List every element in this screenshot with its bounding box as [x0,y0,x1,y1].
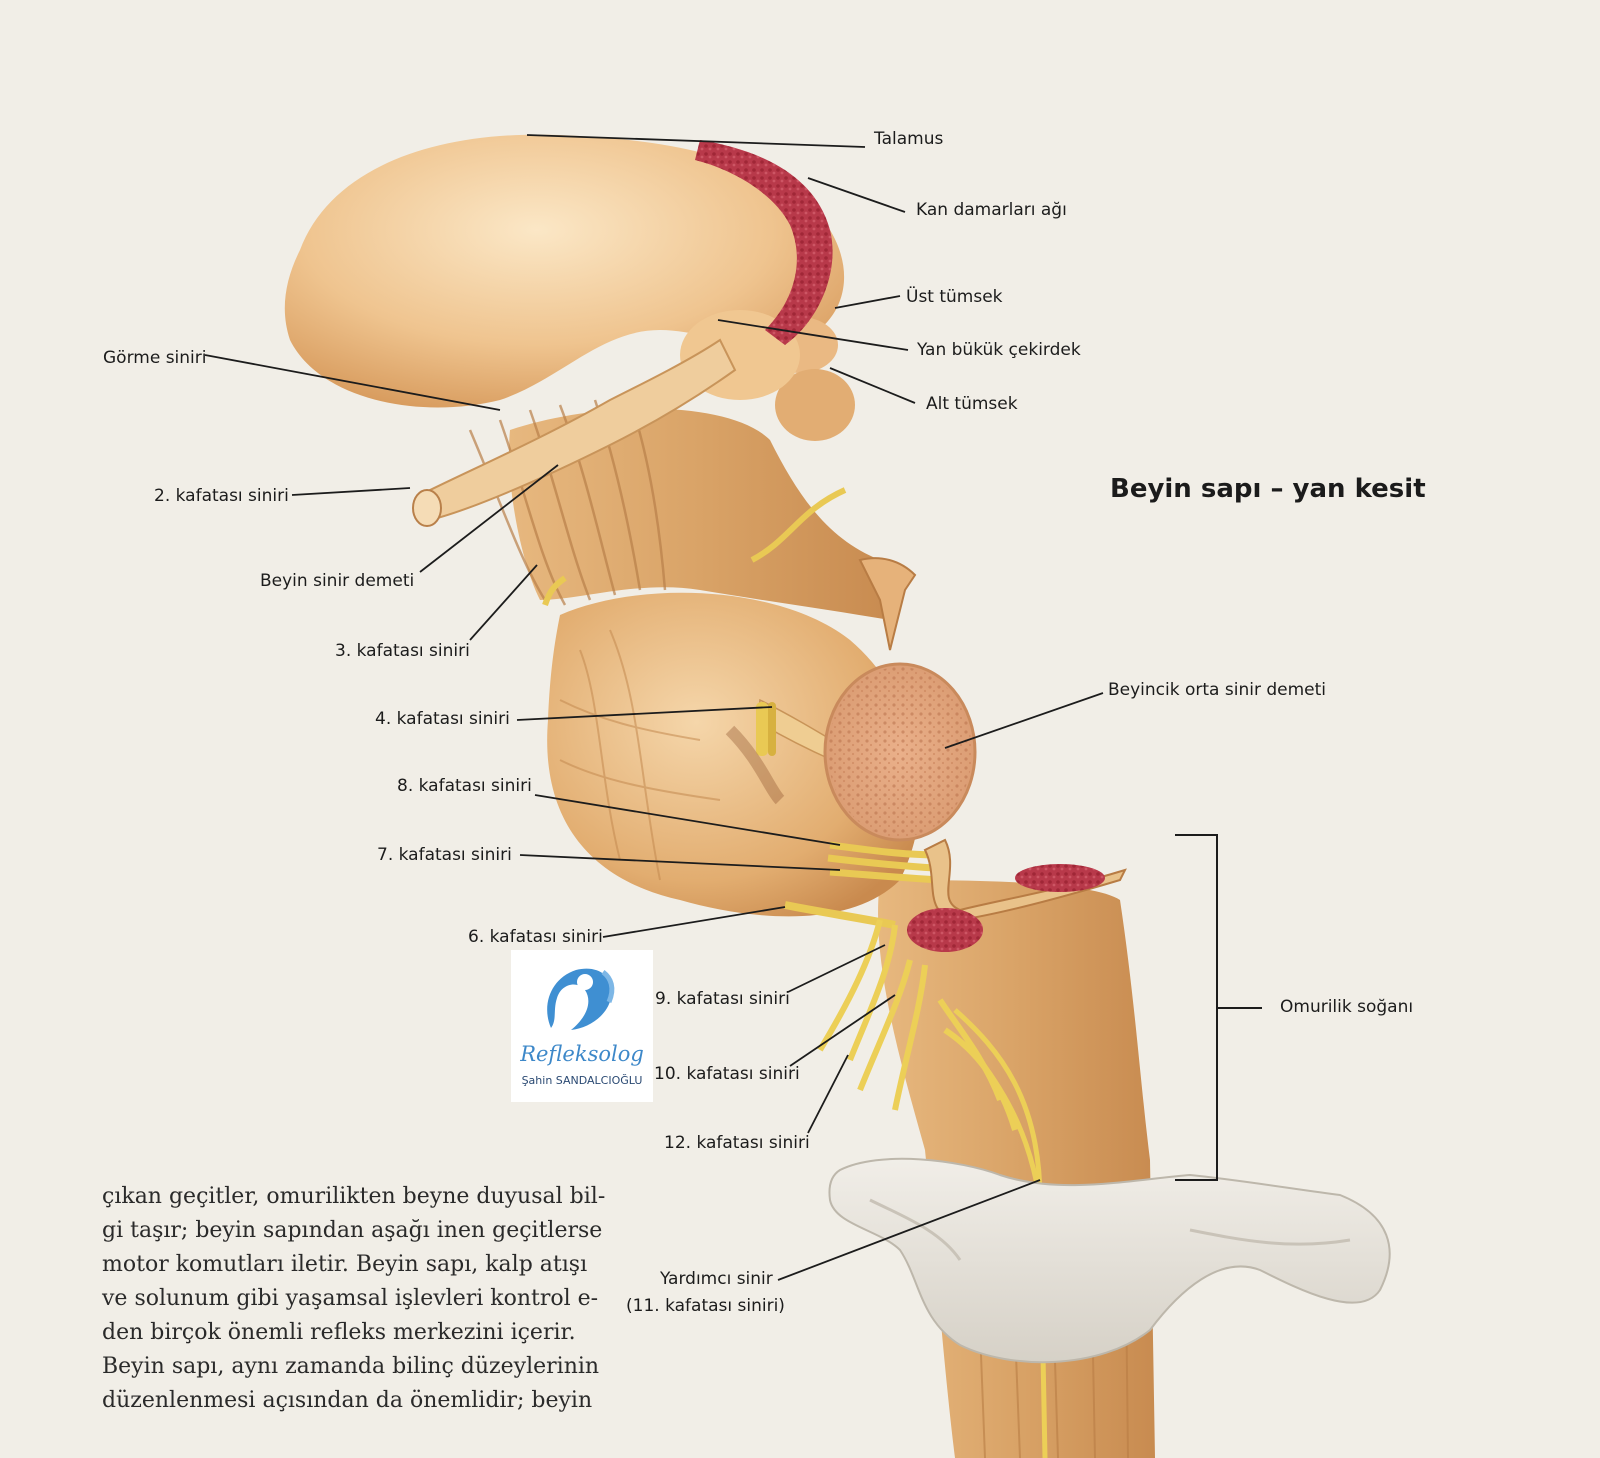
body-line: çıkan geçitler, omurilikten beyne duyusa… [102,1184,606,1209]
vertebra-shape [828,1157,1391,1364]
label-gorme-siniri: Görme siniri [103,348,207,368]
label-kafatasi-2: 2. kafatası siniri [154,486,289,506]
watermark-logo: Refleksolog Şahin SANDALCIOĞLU [511,950,653,1102]
nerve-4-bundle [756,702,776,756]
body-line: Beyin sapı, aynı zamanda bilinç düzeyler… [102,1354,600,1379]
nerve-6-shape [784,901,896,929]
label-yan-bukuk: Yan bükük çekirdek [917,340,1081,360]
nerve-4-upper [750,487,847,563]
body-paragraph: çıkan geçitler, omurilikten beyne duyusa… [102,1180,606,1418]
body-line: den birçok önemli refleks merkezini içer… [102,1320,576,1345]
pons-shape [547,592,921,917]
inferior-colliculus-shape [775,369,855,441]
logo-figure-icon [547,968,615,1030]
label-kafatasi-12: 12. kafatası siniri [664,1133,810,1153]
label-kafatasi-6: 6. kafatası siniri [468,927,603,947]
label-kafatasi-3: 3. kafatası siniri [335,641,470,661]
body-line: motor komutları iletir. Beyin sapı, kalp… [102,1252,588,1277]
label-ust-tumsek: Üst tümsek [906,287,1003,307]
label-alt-tumsek: Alt tümsek [926,394,1018,414]
logo-name: Şahin SANDALCIOĞLU [521,1074,643,1087]
figure-title: Beyin sapı – yan kesit [1110,474,1426,504]
label-omurilik: Omurilik soğanı [1280,997,1414,1017]
nerves-7-8 [827,841,941,884]
label-kan-damarlari: Kan damarları ağı [916,200,1067,220]
label-kafatasi-10: 10. kafatası siniri [654,1064,800,1084]
label-kafatasi-7: 7. kafatası siniri [377,845,512,865]
label-kafatasi-4: 4. kafatası siniri [375,709,510,729]
label-yardimci-sinir-sub: (11. kafatası siniri) [626,1296,785,1316]
label-beyincik: Beyincik orta sinir demeti [1108,680,1327,700]
nerve-3-shape [542,575,567,606]
thalamus-shape [284,134,845,408]
omurilik-bracket [1175,834,1262,1181]
body-line: ve solunum gibi yaşamsal işlevleri kontr… [102,1286,599,1311]
label-talamus: Talamus [874,129,944,149]
label-beyin-sinir-demeti: Beyin sinir demeti [260,571,415,591]
optic-tract-shape [418,338,737,522]
body-line: düzenlenmesi açısından da önemlidir; bey… [102,1388,593,1413]
midbrain-shape [509,408,890,620]
leader-lines [204,134,1104,1281]
label-kafatasi-9: 9. kafatası siniri [655,989,790,1009]
optic-nerve-cut [412,489,442,527]
logo-brand: Refleksolog [520,1042,644,1066]
label-kafatasi-8: 8. kafatası siniri [397,776,532,796]
label-yardimci-sinir: Yardımcı sinir [660,1269,773,1289]
body-line: gi taşır; beyin sapından aşağı inen geçi… [102,1218,603,1243]
fourth-ventricle-edge [858,557,917,651]
